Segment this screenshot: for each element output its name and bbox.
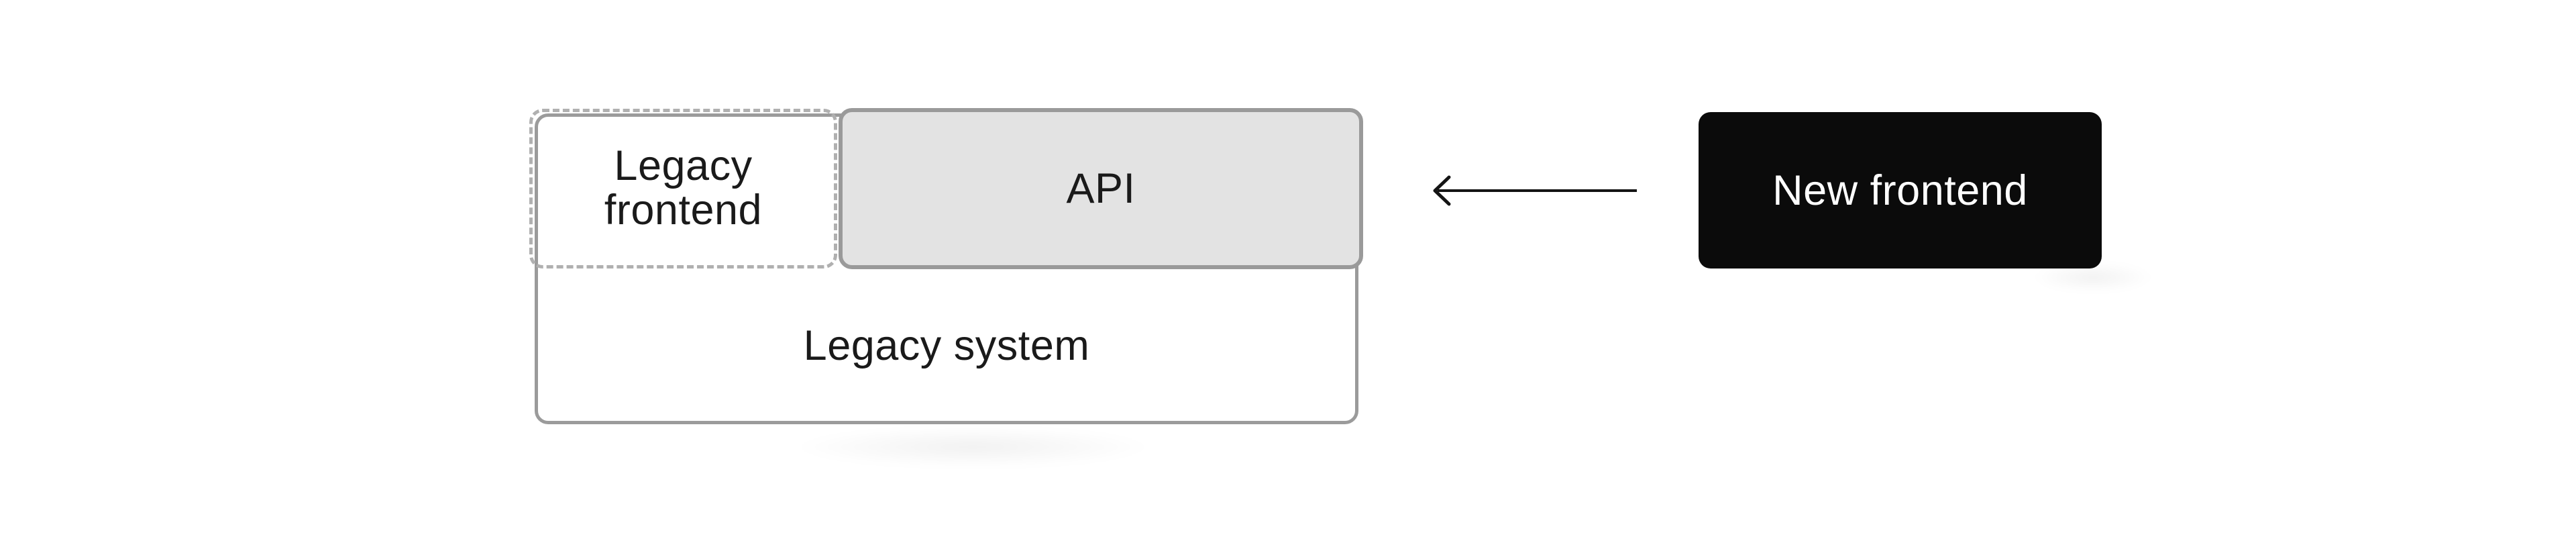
legacy-frontend-box: Legacy frontend bbox=[529, 109, 837, 268]
new-frontend-label: New frontend bbox=[1772, 166, 2028, 214]
soft-shadow bbox=[792, 427, 1154, 467]
arrow-left-icon bbox=[1428, 170, 1640, 211]
new-frontend-box: New frontend bbox=[1699, 112, 2102, 268]
api-label: API bbox=[1066, 165, 1136, 212]
legacy-frontend-label: Legacy frontend bbox=[604, 142, 763, 234]
api-box: API bbox=[839, 108, 1363, 269]
legacy-system-label: Legacy system bbox=[803, 322, 1090, 369]
